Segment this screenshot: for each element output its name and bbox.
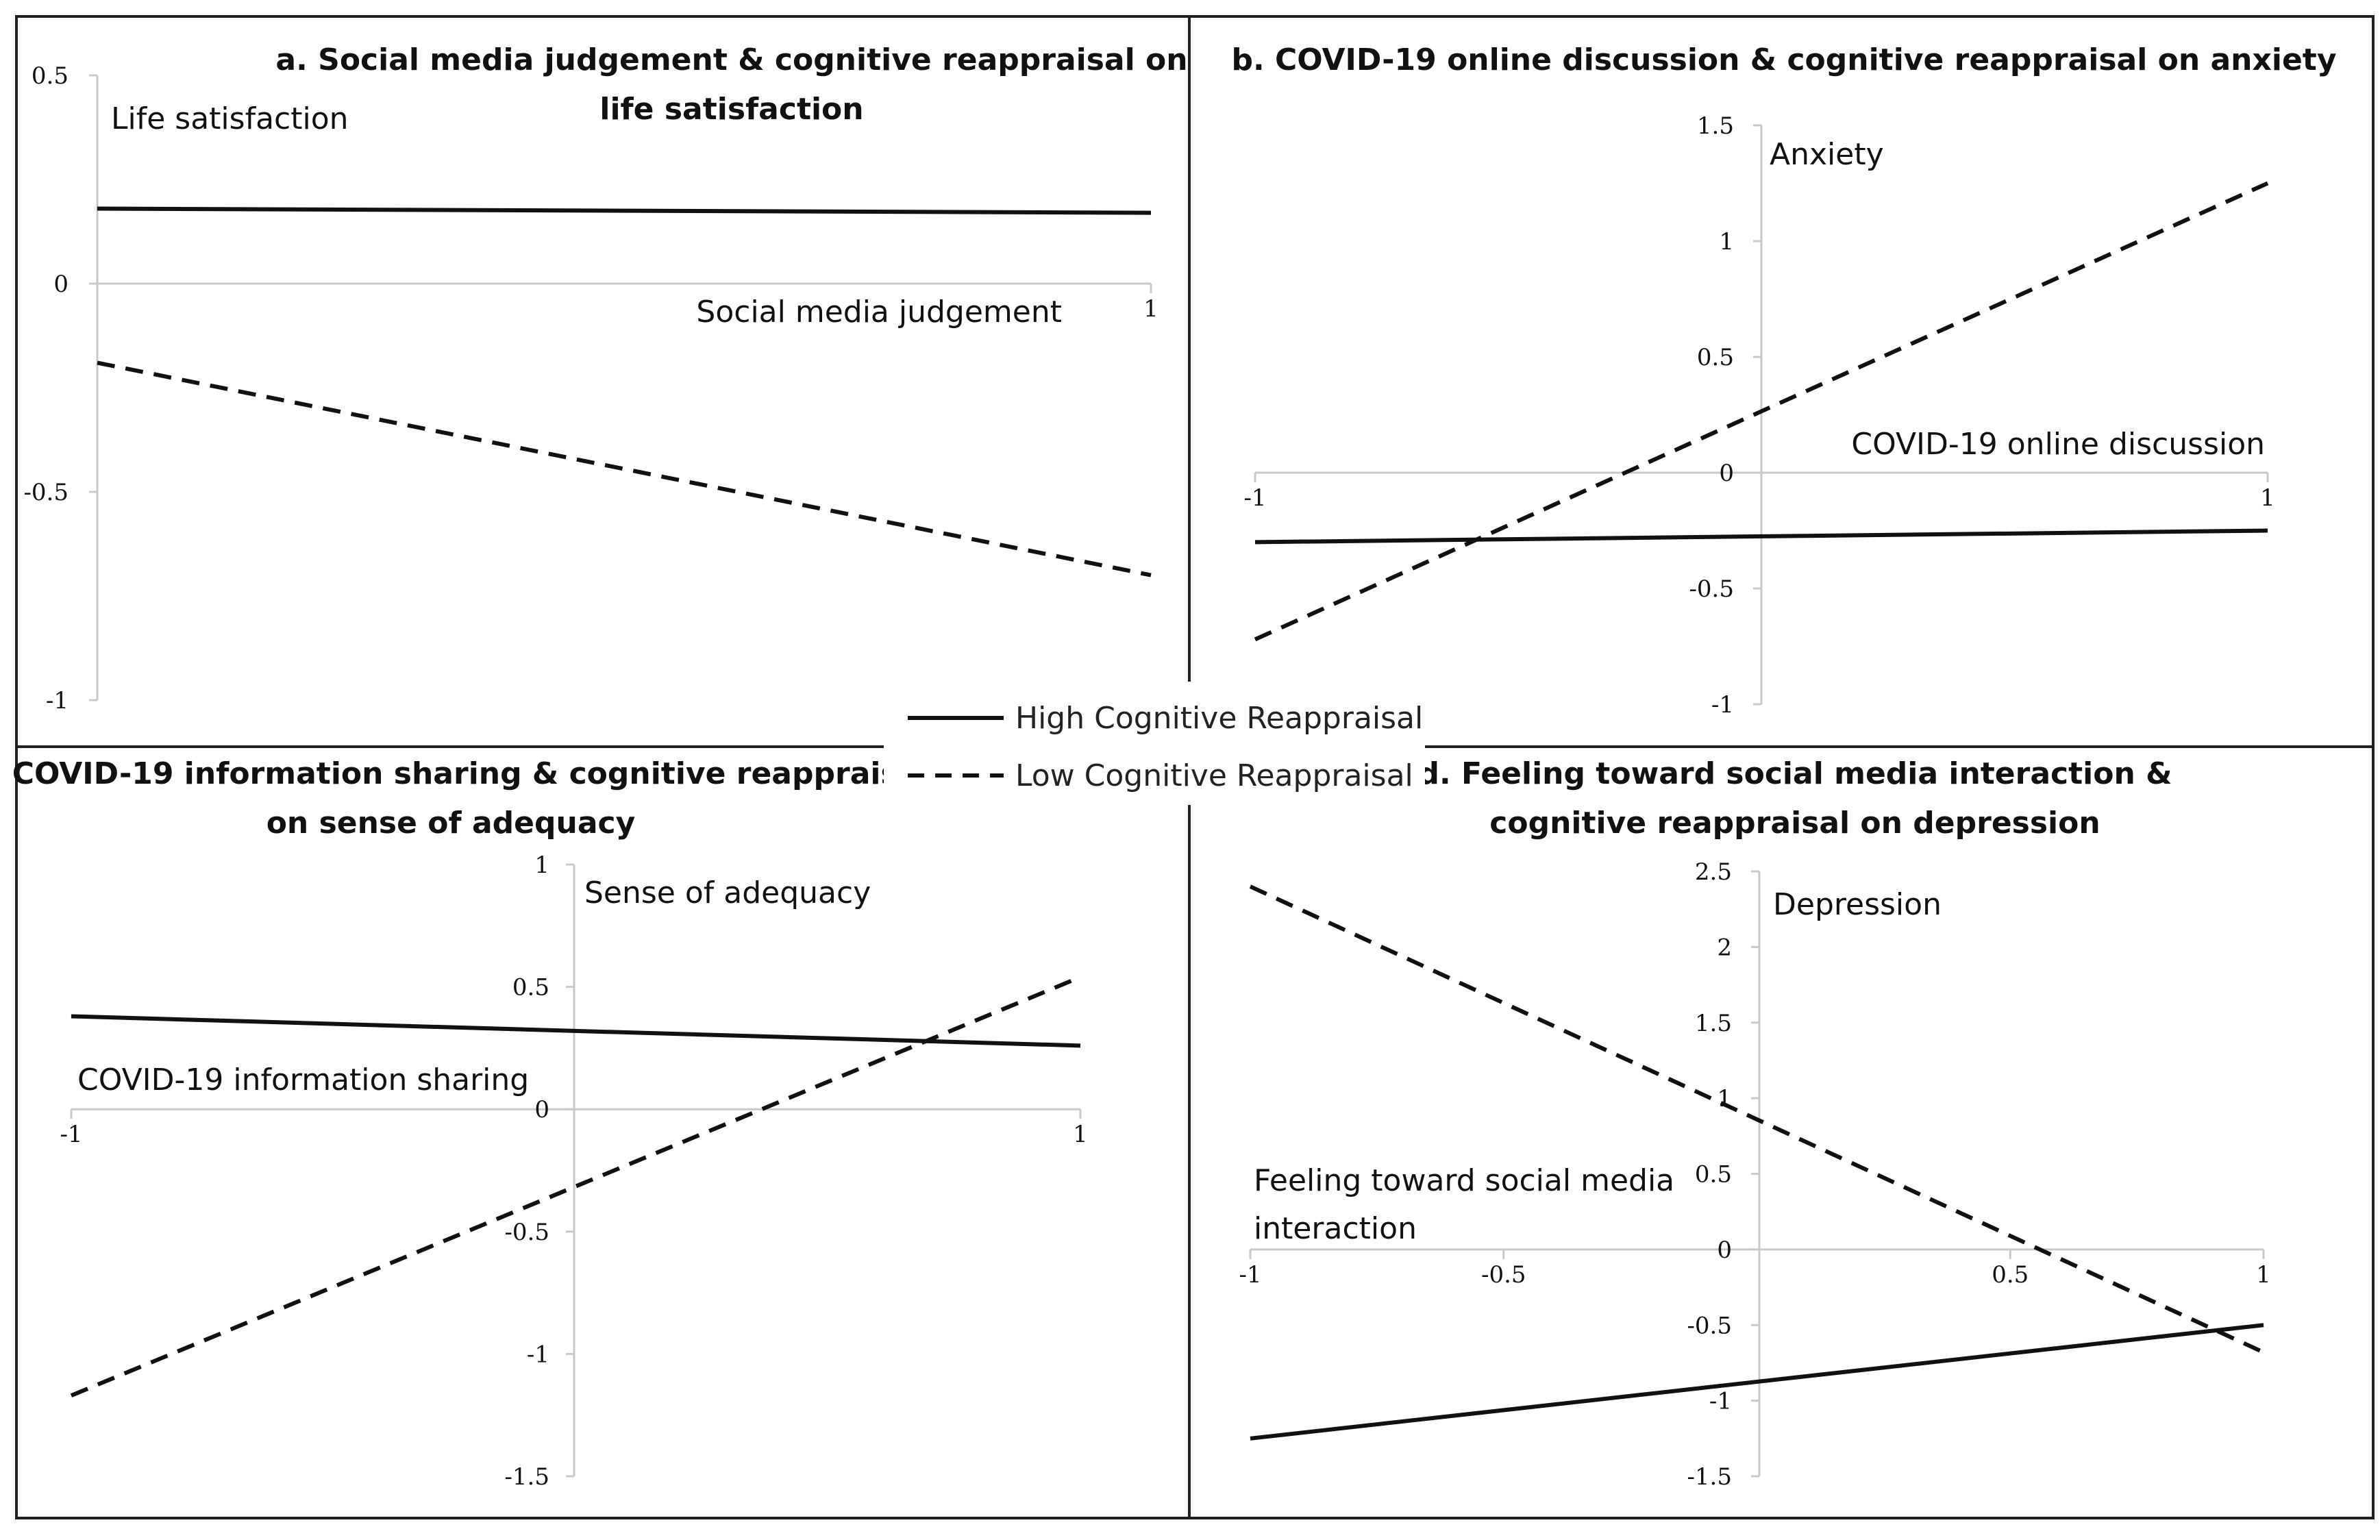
panel-a: 0.5 0 -0.5 -1 1 a. Social media judgement & c…: [23, 42, 1187, 715]
line-high-reappraisal: [71, 1014, 1081, 1048]
y-axis-label: Sense of adequacy: [584, 875, 871, 910]
line-high-reappraisal: [97, 206, 1152, 215]
line-low-reappraisal: [97, 360, 1152, 578]
y-axis-label: Anxiety: [1770, 137, 1884, 172]
legend-label-low: Low Cognitive Reappraisal: [1015, 758, 1413, 793]
x-tick-label: -0.5: [1481, 1261, 1526, 1289]
y-tick-label: -1: [527, 1341, 549, 1368]
panel-title: c. COVID-19 information sharing & cognit…: [0, 756, 929, 791]
y-tick-label: 1: [1719, 228, 1734, 256]
x-tick-label: -1: [1239, 1261, 1261, 1289]
y-tick-label: 0: [534, 1096, 549, 1123]
x-axis-label: interaction: [1254, 1211, 1417, 1246]
panel-title: on sense of adequacy: [266, 806, 636, 841]
line-high-reappraisal: [1254, 528, 2268, 545]
y-tick-label: -0.5: [1687, 1312, 1732, 1339]
y-tick-label: -0.5: [1689, 575, 1734, 603]
panel-d: 2.5 2 1.5 1 0.5 0 -0.5 -1 -1.5 -1 -0.5 0.5 1 d. Feeli…: [1239, 756, 2270, 1491]
y-tick-label: 0.5: [1697, 344, 1734, 371]
line-high-reappraisal: [1250, 1323, 2264, 1441]
y-tick-label: -1: [1711, 691, 1734, 719]
panel-b: 1.5 1 0.5 0 -0.5 -1 -1 1 b. COVID-19 online disc…: [1231, 42, 2336, 719]
x-tick-label: 1: [2260, 484, 2275, 512]
panel-title: d. Feeling toward social media interacti…: [1418, 756, 2172, 791]
panel-title: b. COVID-19 online discussion & cognitiv…: [1231, 42, 2336, 77]
x-tick-label: 1: [1143, 295, 1158, 323]
x-axis-label: Feeling toward social media: [1254, 1163, 1674, 1198]
legend-background: [884, 682, 1425, 805]
x-axis-label: COVID-19 online discussion: [1851, 427, 2265, 462]
y-tick-label: 1.5: [1695, 1010, 1732, 1037]
y-tick-label: -1: [46, 687, 69, 715]
line-low-reappraisal: [1249, 884, 2265, 1354]
y-tick-label: -1.5: [1687, 1463, 1732, 1491]
y-tick-label: 2.5: [1695, 858, 1732, 886]
y-tick-label: 1.5: [1697, 112, 1734, 140]
y-tick-label: 0: [1717, 1237, 1732, 1264]
panel-title: a. Social media judgement & cognitive re…: [275, 42, 1187, 77]
x-axis-label: COVID-19 information sharing: [77, 1063, 529, 1097]
y-tick-label: 0: [53, 271, 69, 298]
panel-c: 1 0.5 0 -0.5 -1 -1.5 -1 1 c. COVID-19 informatio…: [0, 756, 1088, 1491]
y-tick-label: 1: [1717, 1085, 1732, 1113]
y-tick-label: -1: [1709, 1388, 1732, 1415]
y-axis-label: Life satisfaction: [111, 101, 349, 136]
y-tick-label: -1.5: [504, 1463, 549, 1491]
y-tick-label: 2: [1717, 934, 1732, 961]
line-low-reappraisal: [70, 975, 1082, 1398]
y-tick-label: 1: [534, 852, 549, 879]
y-tick-label: -0.5: [504, 1219, 549, 1246]
line-low-reappraisal: [1254, 181, 2269, 642]
x-axis-label: Social media judgement: [696, 295, 1062, 330]
x-tick-label: -1: [60, 1121, 82, 1148]
y-tick-label: -0.5: [23, 479, 69, 506]
y-axis-label: Depression: [1773, 887, 1942, 922]
y-tick-label: 0.5: [512, 974, 549, 1002]
legend-label-high: High Cognitive Reappraisal: [1015, 701, 1423, 736]
legend: High Cognitive Reappraisal Low Cognitive…: [884, 682, 1425, 805]
figure-border: [15, 15, 2375, 1519]
y-tick-label: 0.5: [32, 62, 69, 90]
x-tick-label: -1: [1243, 484, 1266, 512]
y-tick-label: 0: [1719, 460, 1734, 487]
x-tick-label: 1: [2256, 1261, 2271, 1289]
panel-title: life satisfaction: [599, 92, 863, 127]
x-tick-label: 1: [1073, 1121, 1088, 1148]
panel-title: cognitive reappraisal on depression: [1489, 806, 2100, 841]
x-tick-label: 0.5: [1992, 1261, 2029, 1289]
y-tick-label: 0.5: [1695, 1161, 1732, 1189]
